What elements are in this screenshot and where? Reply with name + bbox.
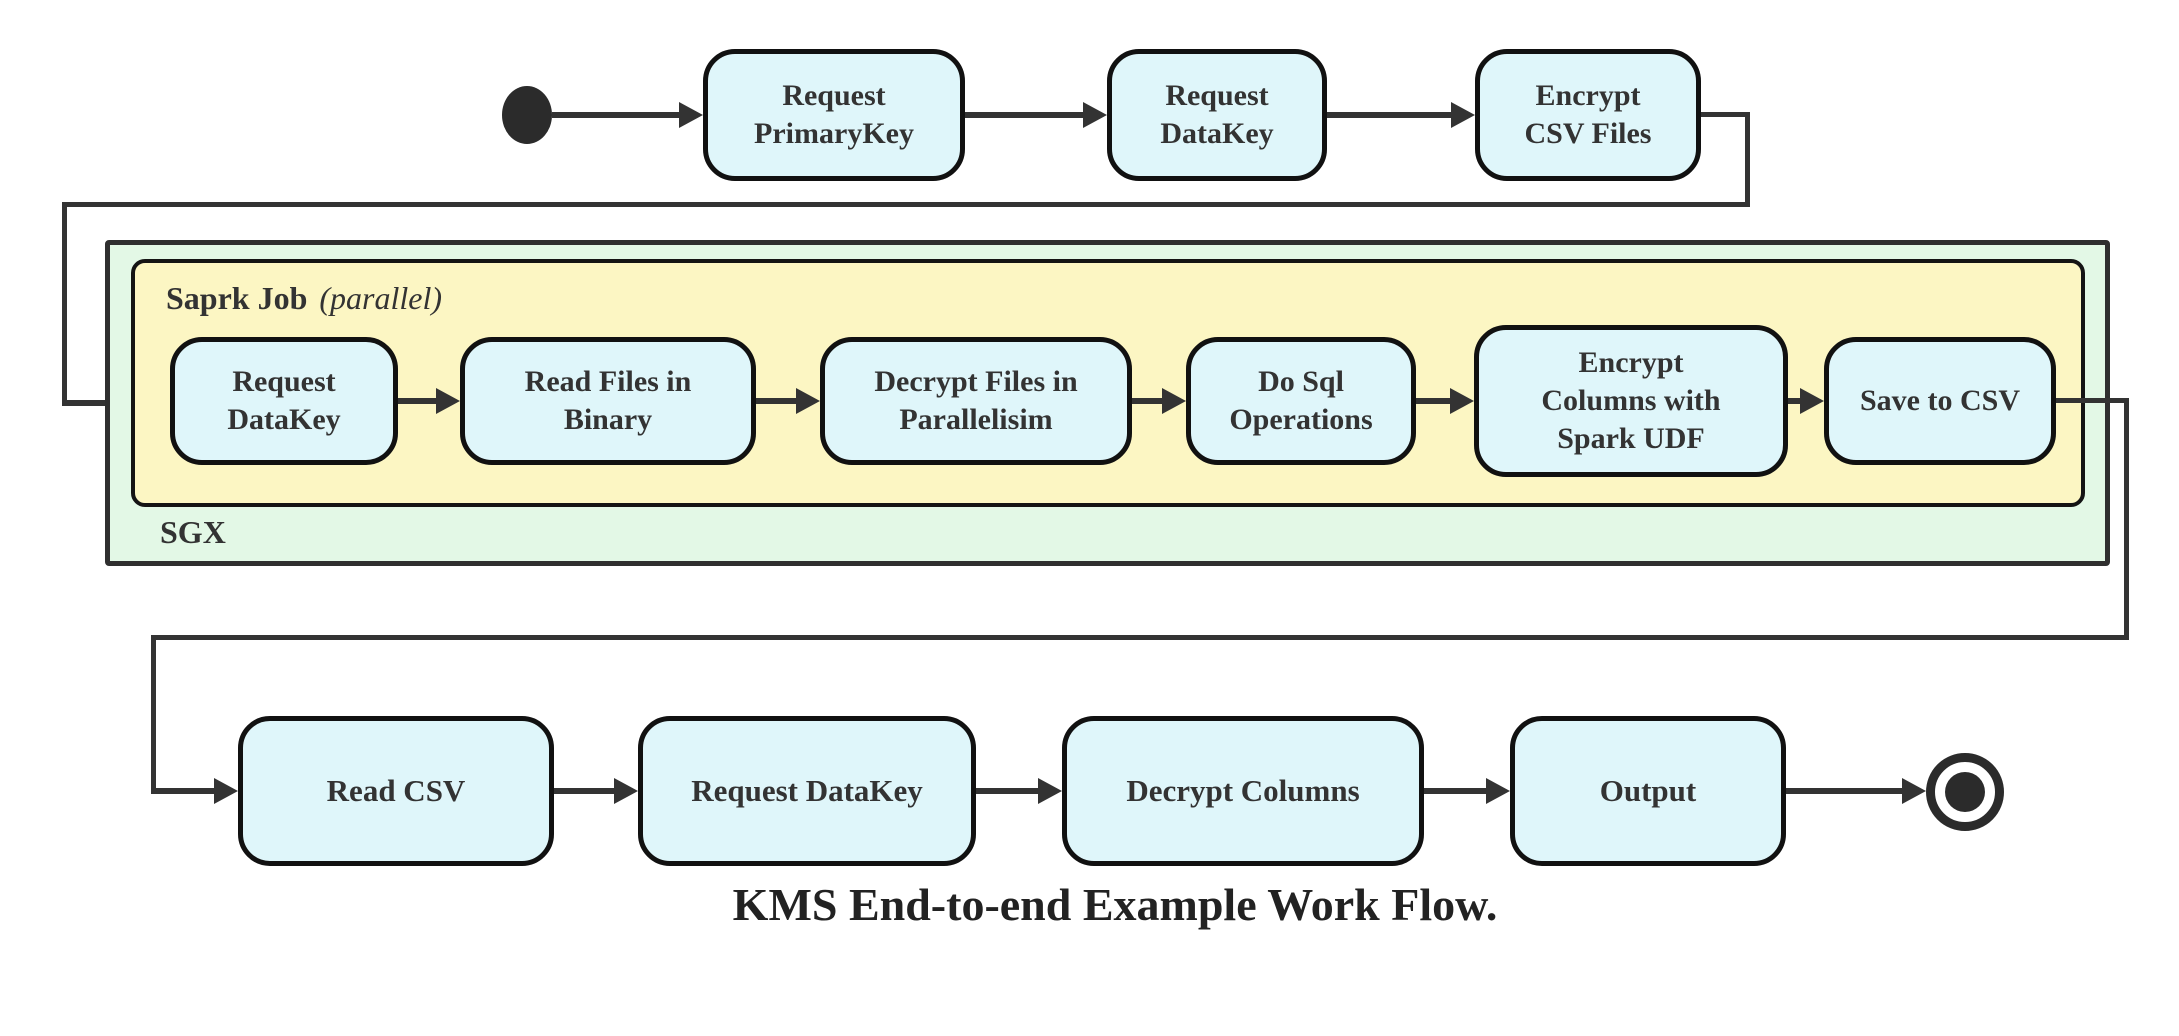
end-state-inner-dot <box>1945 772 1985 812</box>
arrow-mid-5 <box>1788 388 1824 414</box>
spark-job-label-text: Saprk Job <box>166 280 308 316</box>
node-request-datakey-sgx: Request DataKey <box>170 337 398 465</box>
arrow-mid-3 <box>1132 388 1186 414</box>
arrow-bot-1 <box>554 778 638 804</box>
diagram-title: KMS End-to-end Example Work Flow. <box>732 879 1498 930</box>
connector-bottom-segment <box>151 635 2129 640</box>
node-do-sql-operations: Do Sql Operations <box>1186 337 1416 465</box>
connector-bottom-segment <box>2056 398 2129 403</box>
start-state-icon <box>502 86 552 144</box>
connector-bottom-segment <box>2124 398 2129 640</box>
node-request-datakey-top: Request DataKey <box>1107 49 1327 181</box>
node-decrypt-columns: Decrypt Columns <box>1062 716 1424 866</box>
connector-top-segment <box>62 202 1750 207</box>
spark-job-qualifier: (parallel) <box>319 280 443 316</box>
arrow-request-datakey-to-encrypt-csv <box>1327 102 1475 128</box>
node-save-to-csv: Save to CSV <box>1824 337 2056 465</box>
node-output: Output <box>1510 716 1786 866</box>
spark-job-label: Saprk Job (parallel) <box>166 280 442 317</box>
connector-top-segment <box>1745 112 1750 207</box>
arrow-request-primarykey-to-request-datakey <box>965 102 1107 128</box>
node-request-datakey-bottom: Request DataKey <box>638 716 976 866</box>
end-state-icon <box>1926 753 2004 831</box>
node-encrypt-csv-files: Encrypt CSV Files <box>1475 49 1701 181</box>
arrow-mid-1 <box>398 388 460 414</box>
node-decrypt-files-parallelism: Decrypt Files in Parallelisim <box>820 337 1132 465</box>
arrow-mid-4 <box>1416 388 1474 414</box>
node-read-files-binary: Read Files in Binary <box>460 337 756 465</box>
node-read-csv: Read CSV <box>238 716 554 866</box>
sgx-label: SGX <box>160 514 226 550</box>
arrow-bot-3 <box>1424 778 1510 804</box>
connector-bottom-segment <box>151 635 156 793</box>
arrow-bot-2 <box>976 778 1062 804</box>
arrow-start-to-request-primarykey <box>552 102 703 128</box>
arrow-mid-2 <box>756 388 820 414</box>
node-encrypt-columns-spark-udf: Encrypt Columns with Spark UDF <box>1474 325 1788 477</box>
node-request-primarykey: Request PrimaryKey <box>703 49 965 181</box>
connector-top-segment <box>1701 112 1750 117</box>
arrow-output-to-end <box>1786 778 1926 804</box>
connector-top-segment <box>62 202 67 405</box>
arrow-into-read-csv <box>151 778 238 804</box>
